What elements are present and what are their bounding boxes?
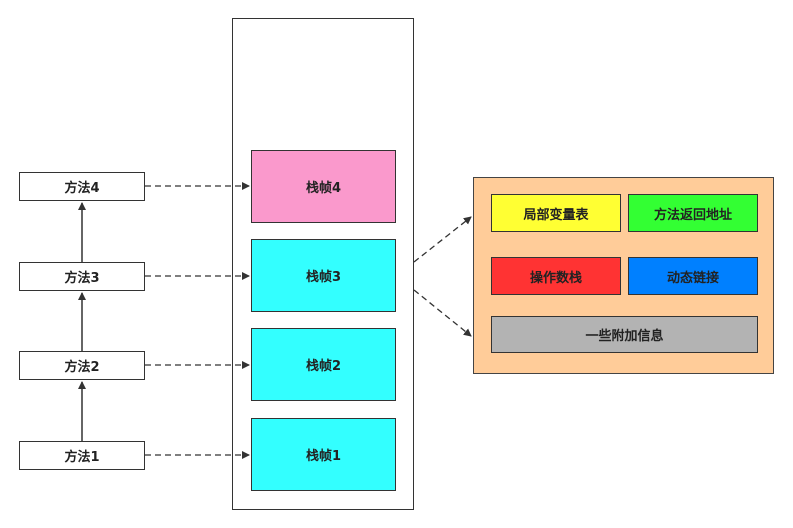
stack-frame-2-label: 栈帧2 bbox=[305, 359, 342, 374]
operand-stack-box: 操作数栈 bbox=[491, 257, 621, 295]
dynamic-linking-box: 动态链接 bbox=[628, 257, 758, 295]
stack-frame-1: 栈帧1 bbox=[251, 418, 396, 491]
dynamic-linking-label: 动态链接 bbox=[666, 270, 719, 286]
method-1-box: 方法1 bbox=[19, 441, 145, 470]
return-address-box: 方法返回地址 bbox=[628, 194, 758, 232]
method-4-box: 方法4 bbox=[19, 172, 145, 201]
method-3-box: 方法3 bbox=[19, 262, 145, 291]
stack-frame-4-label: 栈帧4 bbox=[305, 181, 342, 196]
frame-3-to-panel-bottom-arrow bbox=[413, 289, 472, 337]
method-4-label: 方法4 bbox=[64, 181, 100, 196]
stack-frame-3-label: 栈帧3 bbox=[305, 270, 342, 285]
local-variable-table-box: 局部变量表 bbox=[491, 194, 621, 232]
method-1-label: 方法1 bbox=[64, 450, 100, 465]
method-3-label: 方法3 bbox=[64, 271, 100, 286]
method-2-box: 方法2 bbox=[19, 351, 145, 380]
frame-3-to-panel-top-arrow bbox=[413, 216, 472, 263]
stack-frame-2: 栈帧2 bbox=[251, 328, 396, 401]
return-address-label: 方法返回地址 bbox=[653, 207, 732, 223]
local-variable-table-label: 局部变量表 bbox=[523, 207, 589, 223]
method-2-label: 方法2 bbox=[64, 360, 100, 375]
stack-frame-4: 栈帧4 bbox=[251, 150, 396, 223]
additional-info-box: 一些附加信息 bbox=[491, 316, 758, 353]
operand-stack-label: 操作数栈 bbox=[529, 270, 582, 286]
additional-info-label: 一些附加信息 bbox=[585, 329, 664, 344]
stack-frame-3: 栈帧3 bbox=[251, 239, 396, 312]
stack-frame-1-label: 栈帧1 bbox=[305, 449, 342, 464]
